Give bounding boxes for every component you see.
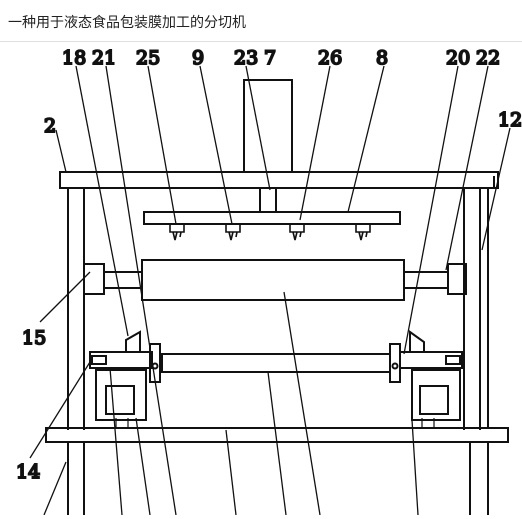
left-support-bar [89, 351, 153, 369]
guide-plate-left [125, 330, 141, 352]
label-22: 22 [476, 47, 500, 69]
flange-bolt-right [391, 362, 399, 370]
right-drive-window [419, 385, 449, 415]
label-12: 12 [498, 109, 522, 131]
right-support-bar [399, 351, 463, 369]
label-15: 15 [22, 327, 46, 349]
label-25: 25 [136, 47, 160, 69]
label-7: 7 [264, 47, 276, 69]
cutter-plate-8 [143, 211, 401, 225]
base-bolts [115, 418, 435, 428]
cutter-4 [355, 224, 371, 241]
label-20: 20 [446, 47, 470, 69]
bearing-right-22 [447, 263, 467, 295]
left-support-block [91, 355, 107, 365]
page-title: 一种用于液态食品包装膜加工的分切机 [8, 15, 246, 31]
cutter-1 [169, 224, 185, 241]
cutter-3 [289, 224, 305, 241]
label-21: 21 [92, 47, 116, 69]
leader-lines [29, 65, 511, 516]
top-beam [59, 171, 499, 189]
right-drive-box [411, 369, 461, 421]
title-bar: 一种用于液态食品包装膜加工的分切机 [0, 0, 522, 42]
cutter-2 [225, 224, 241, 241]
label-9: 9 [192, 47, 204, 69]
left-drive-window [105, 385, 135, 415]
label-2: 2 [44, 115, 56, 137]
label-18: 18 [62, 47, 86, 69]
left-drive-box [95, 369, 147, 421]
drawing-svg: 18 21 25 9 23 7 26 8 20 22 2 12 15 14 [15, 46, 522, 516]
label-26: 26 [318, 47, 342, 69]
label-23: 23 [234, 47, 258, 69]
machine-drawing: 18 21 25 9 23 7 26 8 20 22 2 12 15 14 [0, 42, 522, 516]
right-support-block [445, 355, 461, 365]
lower-roller [161, 353, 391, 373]
upper-roller [141, 259, 405, 301]
motor-shaft [259, 187, 277, 213]
label-14: 14 [16, 461, 40, 483]
cutter-set [169, 224, 371, 241]
guide-plate-right [409, 330, 425, 352]
bearing-left-15 [83, 263, 105, 295]
label-8: 8 [376, 47, 388, 69]
